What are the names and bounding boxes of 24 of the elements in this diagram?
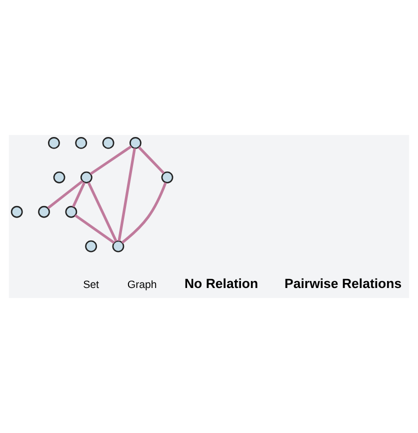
node-circle	[65, 206, 78, 218]
node-circle	[102, 136, 114, 149]
connector	[74, 214, 115, 244]
node-circle	[112, 240, 124, 252]
label: Set	[83, 278, 100, 291]
node-circle	[38, 206, 50, 218]
connector	[87, 182, 118, 242]
node-circle	[129, 136, 142, 149]
node-circle	[48, 136, 60, 149]
node-circle	[53, 171, 66, 184]
label: Pairwise Relations	[284, 276, 402, 292]
connector	[47, 180, 84, 210]
label: No Relation	[184, 276, 258, 292]
node-circle	[161, 171, 174, 184]
connector	[72, 182, 86, 208]
node-circle	[75, 136, 88, 149]
node-circle	[85, 240, 98, 252]
connector	[138, 146, 165, 174]
connector	[90, 145, 132, 176]
label: Graph	[127, 278, 157, 291]
connector	[118, 148, 136, 242]
node-circle	[10, 206, 23, 218]
node-circle	[80, 171, 92, 184]
connector	[121, 182, 167, 244]
